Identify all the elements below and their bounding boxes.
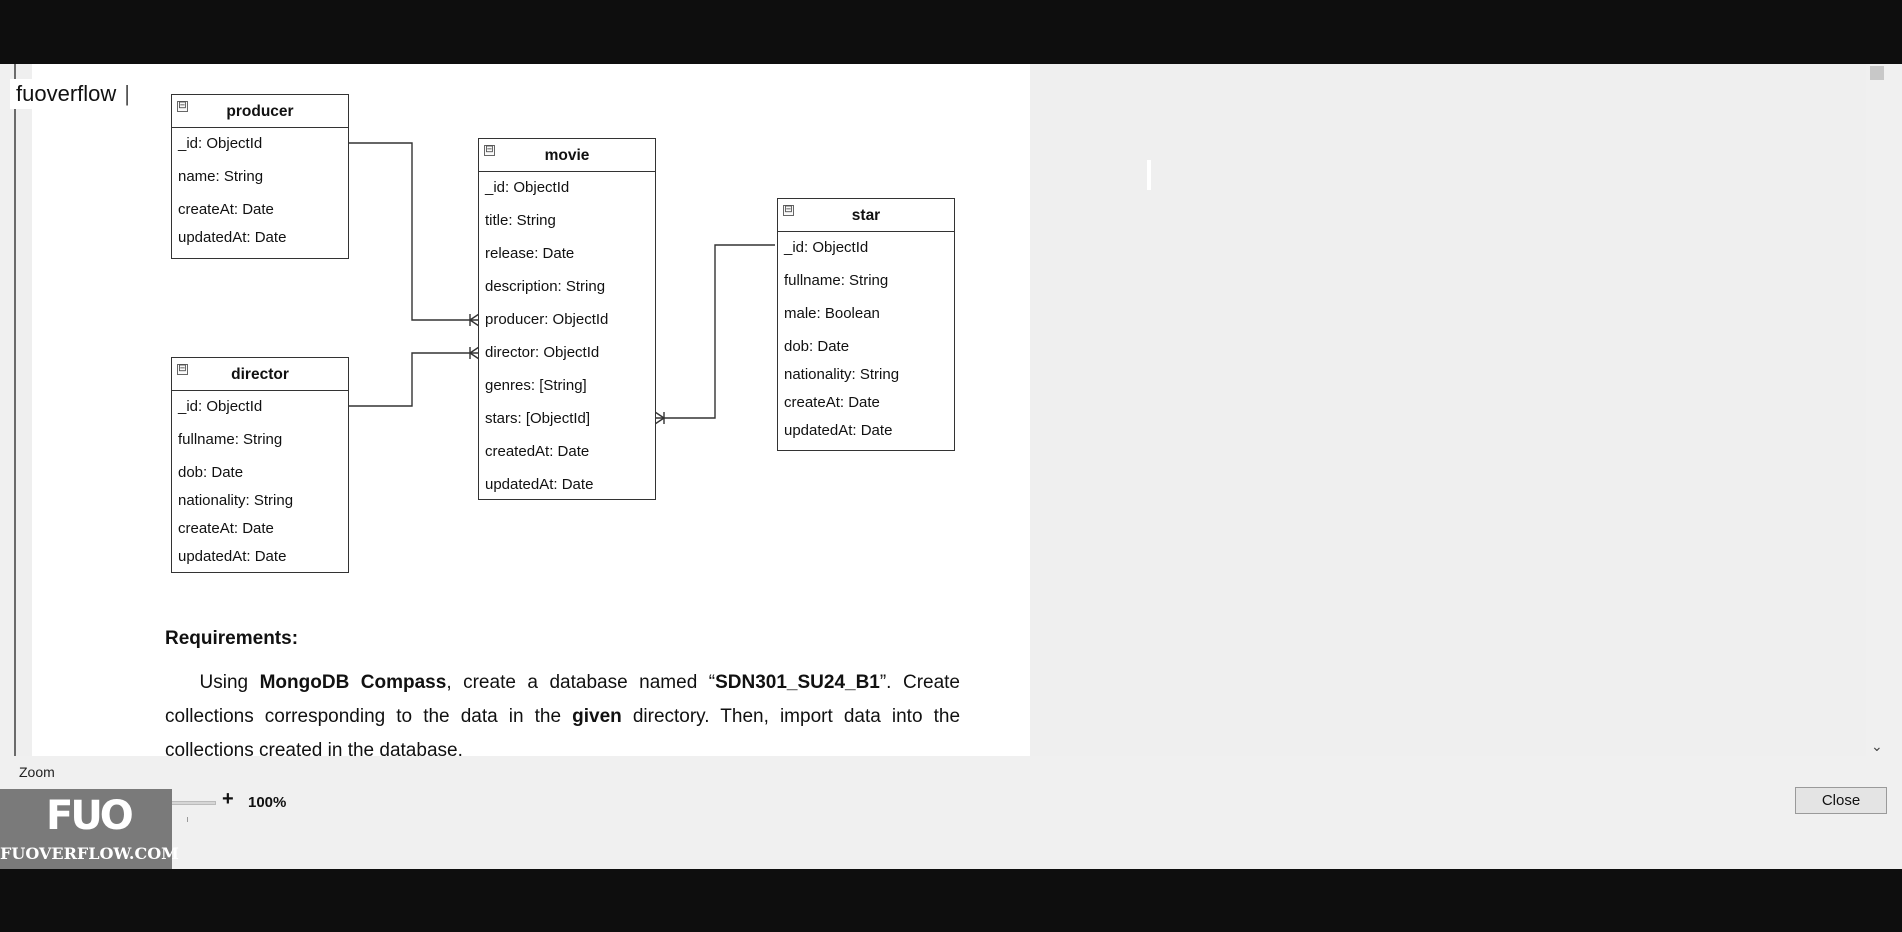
entity-title: producer	[226, 103, 294, 120]
collapse-icon[interactable]: ⊟	[783, 204, 794, 216]
zoom-value: 100%	[248, 794, 287, 811]
req-bold: given	[572, 706, 622, 727]
field: _id: ObjectId	[178, 398, 263, 415]
req-text: Using	[199, 672, 260, 693]
field: dob: Date	[784, 338, 850, 355]
scroll-thumb[interactable]	[1870, 66, 1884, 80]
cursor-glyph: |	[124, 81, 130, 106]
entity-star: ⊟ star _id: ObjectId fullname: String ma…	[777, 198, 955, 451]
field: release: Date	[485, 245, 575, 262]
field: nationality: String	[784, 366, 900, 383]
relationship-lines	[348, 142, 775, 425]
zoom-in-button[interactable]: +	[222, 788, 234, 810]
field: title: String	[485, 212, 556, 229]
field: producer: ObjectId	[485, 311, 609, 328]
document-page: ⊟ producer _id: ObjectId name: String cr…	[32, 64, 1030, 756]
entity-producer: ⊟ producer _id: ObjectId name: String cr…	[171, 94, 349, 259]
field: createAt: Date	[178, 201, 274, 218]
field: director: ObjectId	[485, 344, 600, 361]
entity-title: star	[851, 207, 881, 224]
field: createAt: Date	[784, 394, 880, 411]
entity-producer-header: ⊟ producer	[172, 95, 348, 128]
entity-star-header: ⊟ star	[778, 199, 954, 232]
entity-movie: ⊟ movie _id: ObjectId title: String rele…	[478, 138, 656, 500]
req-bold: MongoDB Compass	[259, 672, 447, 693]
field: fullname: String	[178, 431, 283, 448]
text-caret	[1147, 160, 1151, 190]
link-star-movie	[655, 244, 775, 419]
req-text: , create a database named “	[446, 672, 716, 693]
field: dob: Date	[178, 464, 244, 481]
field: updatedAt: Date	[178, 229, 287, 246]
field: createAt: Date	[178, 520, 274, 537]
field: updatedAt: Date	[178, 548, 287, 565]
collapse-icon[interactable]: ⊟	[484, 144, 495, 156]
chevron-down-icon[interactable]: ⌄	[1871, 738, 1883, 754]
requirements-text: Using MongoDB Compass, create a database…	[165, 666, 960, 756]
entity-director-header: ⊟ director	[172, 358, 348, 391]
field: updatedAt: Date	[485, 476, 594, 493]
watermark-label: fuoverflow |	[10, 79, 136, 109]
field: _id: ObjectId	[485, 179, 570, 196]
field: name: String	[178, 168, 264, 185]
field: male: Boolean	[784, 305, 880, 322]
field: updatedAt: Date	[784, 422, 893, 439]
zoom-label: Zoom	[19, 764, 55, 780]
entity-title: director	[231, 366, 289, 383]
vertical-scrollbar[interactable]: ⌄	[1866, 64, 1888, 756]
entity-title: movie	[544, 147, 590, 164]
crowsfoot-stars	[654, 411, 665, 425]
document-viewport[interactable]: ⊟ producer _id: ObjectId name: String cr…	[14, 64, 1888, 756]
image-viewer-window: ⊟ producer _id: ObjectId name: String cr…	[0, 64, 1902, 869]
brand-logo: FUO	[46, 793, 134, 839]
req-text: directory. Then, import data into the co…	[165, 706, 961, 756]
field: _id: ObjectId	[784, 239, 869, 256]
field: createdAt: Date	[485, 443, 590, 460]
close-button[interactable]: Close	[1795, 787, 1887, 814]
requirements-heading: Requirements:	[165, 628, 299, 649]
req-bold: SDN301_SU24_B1	[715, 672, 880, 693]
field: nationality: String	[178, 492, 294, 509]
field: fullname: String	[784, 272, 889, 289]
field: description: String	[485, 278, 606, 295]
field: genres: [String]	[485, 377, 587, 394]
brand-watermark: FUO FUOVERFLOW.COM	[0, 789, 179, 869]
zoom-tick	[187, 817, 189, 822]
collapse-icon[interactable]: ⊟	[177, 363, 188, 375]
link-director-movie	[348, 352, 479, 407]
crowsfoot-producer	[469, 313, 480, 327]
link-producer-movie	[348, 142, 479, 321]
req-text: ”. Create collections corresponding to t…	[165, 672, 960, 727]
collapse-icon[interactable]: ⊟	[177, 100, 188, 112]
crowsfoot-director	[469, 346, 480, 360]
brand-name: FUOVERFLOW.COM	[0, 844, 179, 863]
field: _id: ObjectId	[178, 135, 263, 152]
entity-director: ⊟ director _id: ObjectId fullname: Strin…	[171, 357, 349, 573]
entity-movie-header: ⊟ movie	[479, 139, 655, 172]
field: stars: [ObjectId]	[485, 410, 591, 427]
watermark-text: fuoverflow	[16, 81, 117, 106]
